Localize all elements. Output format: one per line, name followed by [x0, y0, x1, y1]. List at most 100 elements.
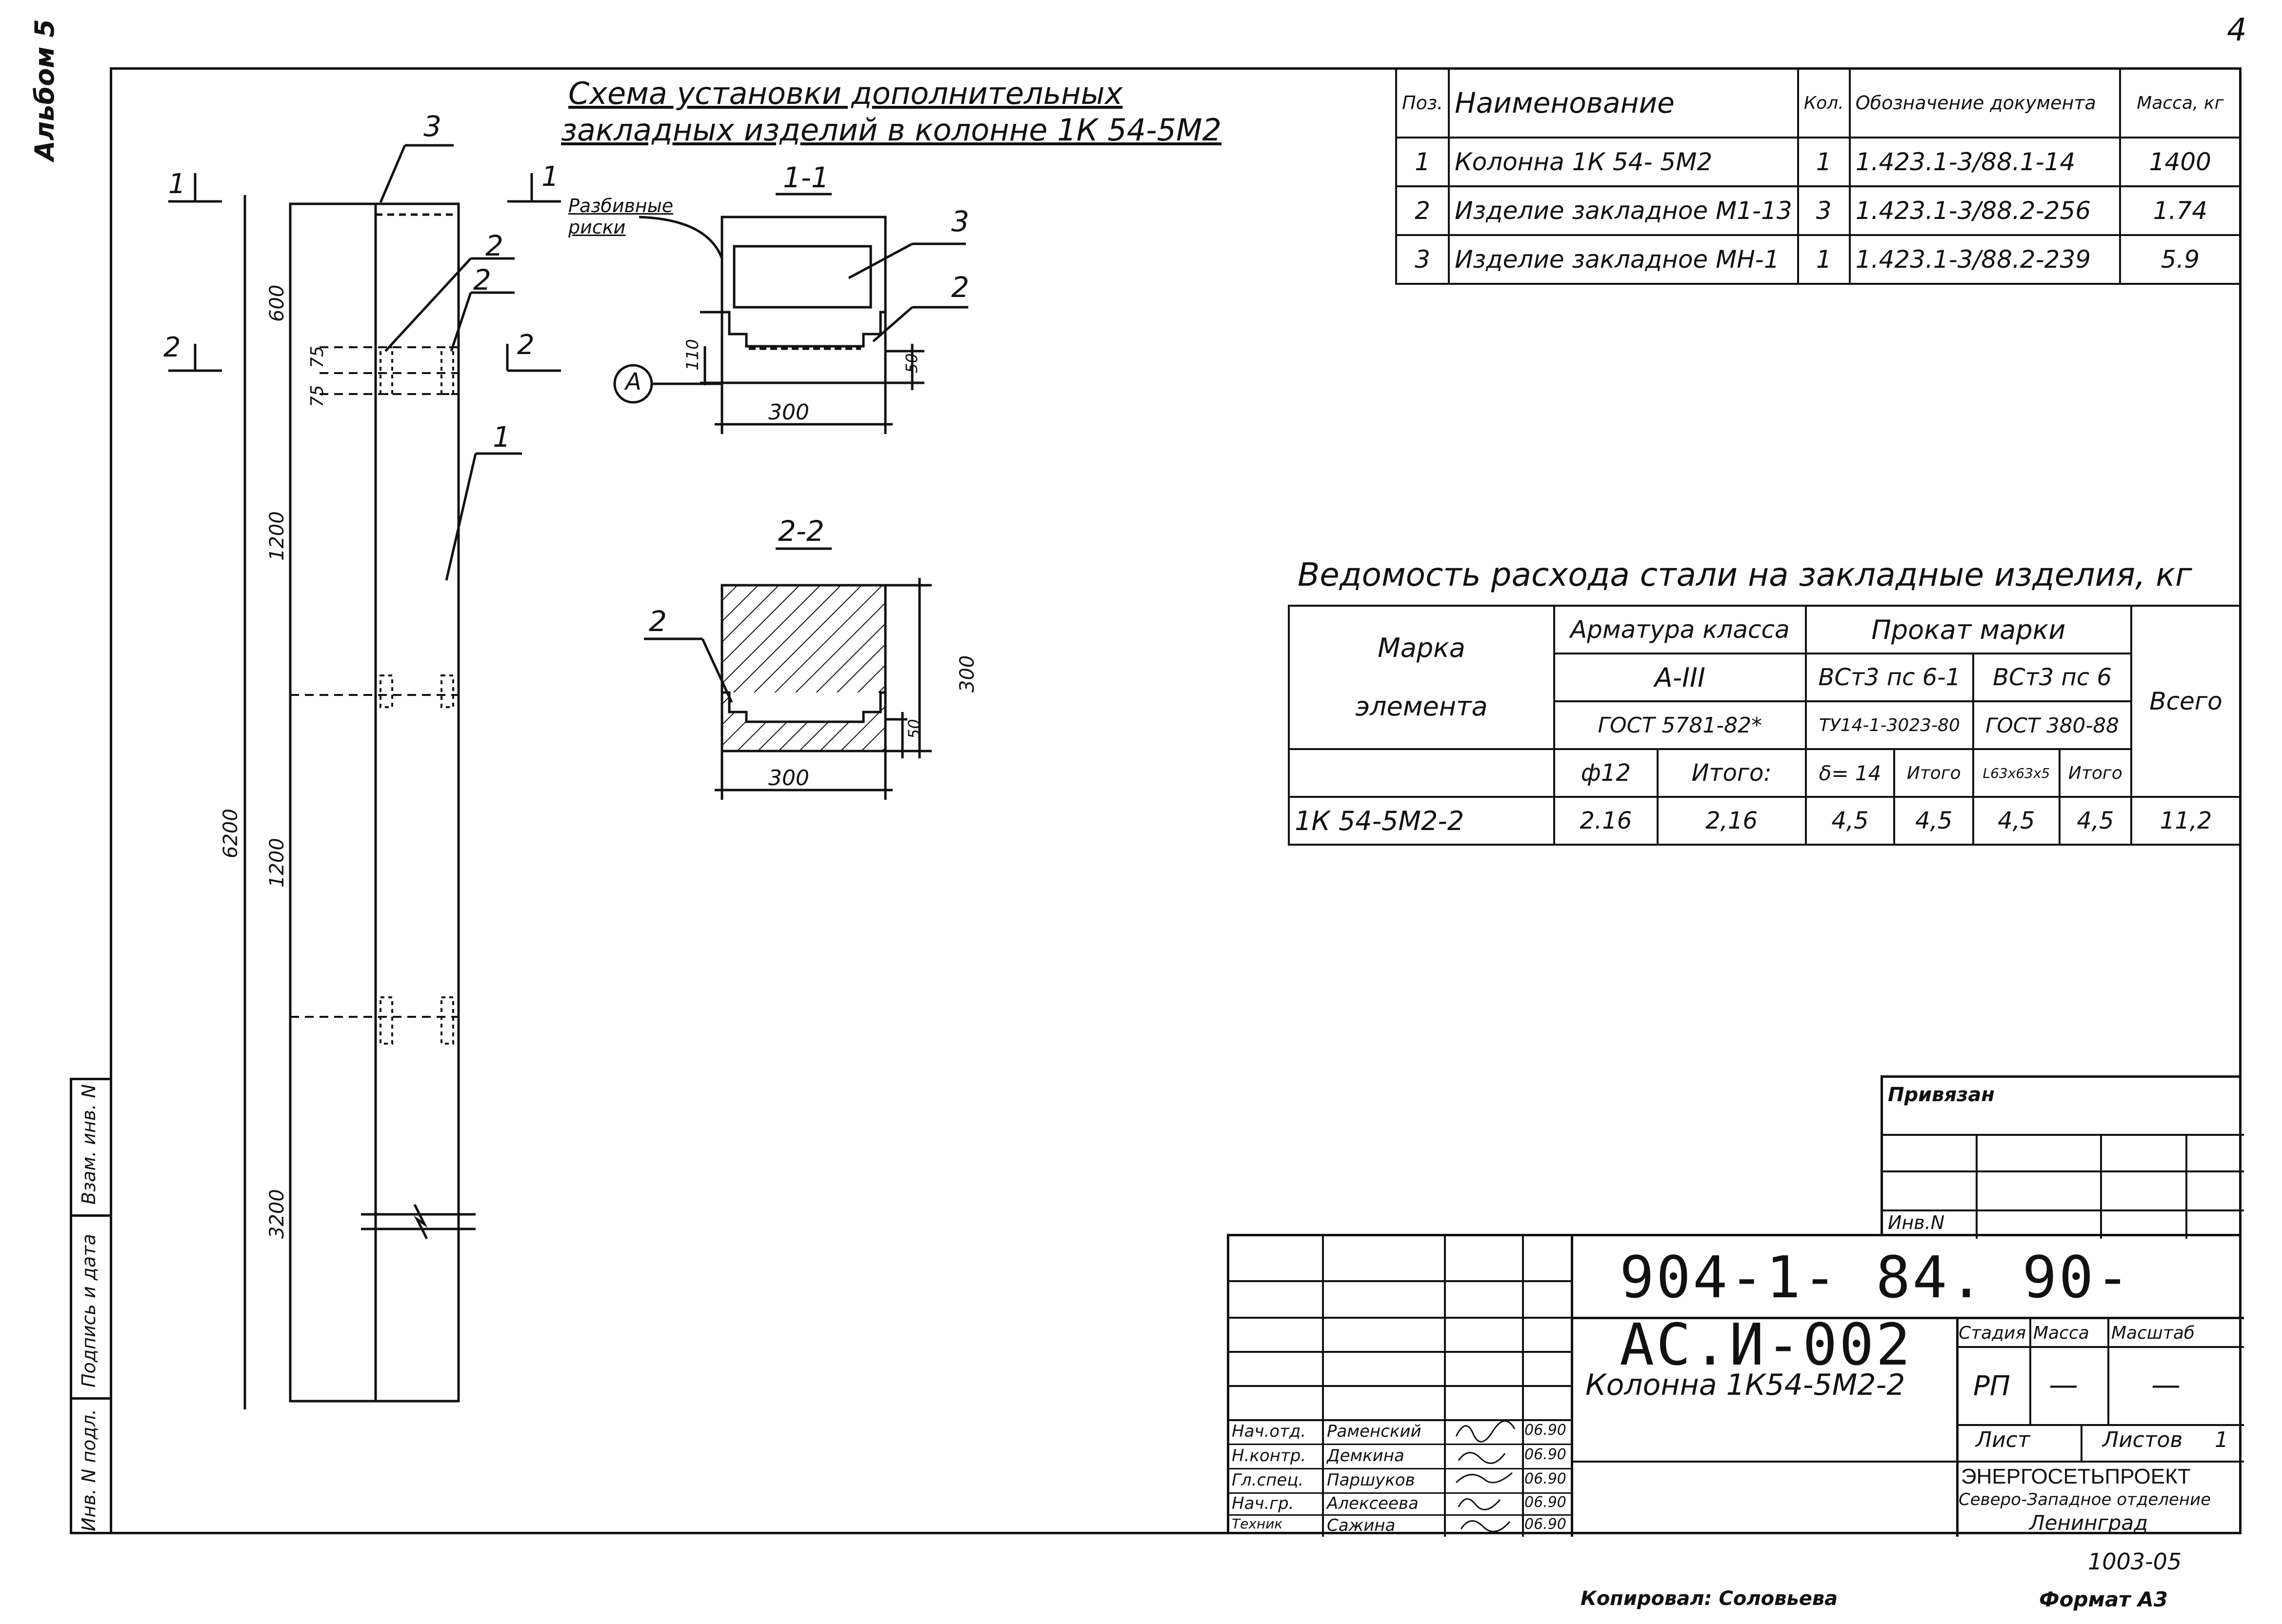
organization-line-1: ЭНЕРГОСЕТЬПРОЕКТ [1961, 1465, 2191, 1488]
steel-armatura-gost: ГОСТ 5781-82* [1553, 700, 1807, 750]
spec-cell: 1.423.1-3/88.2-256 [1848, 185, 2121, 236]
stage-header: Стадия [1959, 1323, 2026, 1343]
mass-value: — [2049, 1368, 2078, 1402]
tb-person: Паршуков [1327, 1470, 1415, 1490]
dim-75: 75 [307, 346, 327, 368]
dim-s2-300w: 300 [768, 766, 809, 791]
callout-3: 3 [423, 110, 441, 143]
tb-date: 06.90 [1524, 1516, 1566, 1533]
callout-2: 2 [473, 263, 491, 297]
spec-cell: 1.423.1-3/88.2-239 [1848, 234, 2121, 285]
break-note: Разбивные риски [568, 195, 674, 238]
steel-prokat-1-doc: ТУ14-1-3023-80 [1804, 700, 1975, 750]
steel-prokat-2-doc: ГОСТ 380-88 [1972, 700, 2132, 750]
dim-1200: 1200 [266, 838, 288, 888]
spec-header-doc: Обозначение документа [1848, 67, 2121, 139]
table-row: 1К 54-5М2-2 2.16 2,16 4,5 4,5 4,5 4,5 11… [1288, 796, 2242, 846]
table-row: Марка элемента Арматура класса Прокат ма… [1288, 605, 2242, 798]
tb-date: 06.90 [1524, 1494, 1566, 1511]
column-elevation-drawing [168, 144, 561, 1409]
dim-3200: 3200 [266, 1189, 288, 1239]
spec-header-qty: Кол. [1797, 67, 1851, 139]
section-1-1-title: 1-1 [783, 161, 829, 194]
dim-s1-50: 50 [902, 353, 921, 373]
tb-role: Техник [1232, 1516, 1283, 1532]
table-row: 1 Колонна 1К 54- 5М2 1 1.423.1-3/88.1-14… [1395, 137, 2242, 187]
doc-number-footer: 1003-05 [2088, 1548, 2182, 1575]
steel-sub-cell: Итого [1893, 748, 1975, 798]
callout-2: 2 [485, 229, 503, 262]
spec-cell: Колонна 1К 54- 5М2 [1448, 137, 1799, 187]
steel-row-cell: 2.16 [1553, 796, 1659, 846]
scheme-title-line-1: Схема установки дополнительных [568, 76, 1123, 111]
dim-s2-300h: 300 [956, 655, 979, 693]
steel-sub-cell: δ= 14 [1804, 748, 1896, 798]
scheme-title-line-2: закладных изделий в колонне 1К 54-5М2 [561, 112, 1221, 148]
side-stamp: Взам. инв. N Подпись и дата Инв. N подл. [70, 1078, 112, 1534]
callout-3: 3 [951, 205, 969, 238]
tb-date: 06.90 [1524, 1470, 1566, 1487]
organization-line-2: Северо-Западное отделение [1959, 1490, 2211, 1509]
spec-header-row: Поз. Наименование Кол. Обозначение докум… [1395, 67, 2242, 139]
dim-6200: 6200 [220, 809, 242, 858]
tb-role: Нач.гр. [1232, 1494, 1294, 1513]
dim-s1-110: 110 [683, 339, 702, 371]
tb-role: Нач.отд. [1232, 1422, 1306, 1441]
tb-date: 06.90 [1524, 1422, 1566, 1439]
spec-cell: 1 [1797, 137, 1851, 187]
dim-75: 75 [307, 385, 327, 407]
table-row: 3 Изделие закладное МН-1 1 1.423.1-3/88.… [1395, 234, 2242, 285]
table-row: 2 Изделие закладное М1-13 3 1.423.1-3/88… [1395, 185, 2242, 236]
steel-mark-header: Марка элемента [1288, 605, 1555, 750]
steel-sub-cell: Итого: [1656, 748, 1807, 798]
sheets-value: 1 [2215, 1427, 2228, 1452]
tb-person: Сажина [1327, 1516, 1396, 1535]
callout-2: 2 [951, 271, 969, 304]
steel-prokat-1: ВСт3 пс 6-1 [1804, 653, 1975, 702]
spec-cell: Изделие закладное М1-13 [1448, 185, 1799, 236]
steel-sub-cell: L63х63х5 [1972, 748, 2061, 798]
steel-armatura-header: Арматура класса [1553, 605, 1807, 654]
cut-mark-2-right: 2 [517, 329, 535, 361]
spec-header-pos: Поз. [1395, 67, 1450, 139]
steel-consumption-table: Марка элемента Арматура класса Прокат ма… [1288, 605, 2242, 846]
sheets-label: Листов [2102, 1427, 2183, 1452]
signatures-image [1455, 1420, 1516, 1532]
spec-header-mass: Масса, кг [2119, 67, 2242, 139]
dim-s1-300: 300 [768, 400, 809, 425]
cut-mark-1-left: 1 [168, 168, 186, 200]
dim-s2-50: 50 [905, 719, 923, 739]
axis-a-marker: А [625, 368, 641, 396]
privyazan-block: Привязан Инв.N [1881, 1075, 2244, 1239]
dim-1200: 1200 [266, 511, 288, 561]
mass-header: Масса [2033, 1323, 2089, 1343]
cut-mark-1-right: 1 [541, 161, 559, 193]
cut-mark-2-left: 2 [163, 332, 181, 363]
steel-row-cell: 2,16 [1656, 796, 1807, 846]
tb-person: Демкина [1327, 1446, 1404, 1466]
steel-prokat-header: Прокат марки [1804, 605, 2133, 654]
callout-1: 1 [493, 420, 511, 454]
scale-value: — [2151, 1368, 2181, 1402]
tb-person: Алексеева [1327, 1494, 1419, 1513]
document-code: 904-1- 84. 90- АС.И-002 [1620, 1244, 2132, 1378]
steel-sub-cell: ф12 [1553, 748, 1659, 798]
steel-prokat-2: ВСт3 пс 6 [1972, 653, 2132, 702]
spec-cell: 3 [1797, 185, 1851, 236]
copied-by: Копировал: Соловьева [1581, 1587, 1838, 1610]
spec-cell: 1400 [2119, 137, 2242, 187]
spec-header-name: Наименование [1448, 67, 1799, 139]
privyazan-label: Привязан [1888, 1084, 1995, 1106]
dim-600: 600 [266, 284, 288, 322]
spec-cell: 1.423.1-3/88.1-14 [1848, 137, 2121, 187]
organization-line-3: Ленинград [2029, 1511, 2148, 1535]
steel-table-title: Ведомость расхода стали на закладные изд… [1298, 556, 2192, 594]
drawing-name: Колонна 1К54-5М2-2 [1585, 1368, 1905, 1402]
steel-row-cell: 1К 54-5М2-2 [1288, 796, 1555, 846]
spec-cell: 2 [1395, 185, 1450, 236]
steel-sub-cell: Итого [2058, 748, 2133, 798]
section-2-2-title: 2-2 [778, 515, 824, 548]
specification-table: Поз. Наименование Кол. Обозначение докум… [1395, 67, 2242, 285]
spec-cell: 1 [1395, 137, 1450, 187]
spec-cell: 1 [1797, 234, 1851, 285]
